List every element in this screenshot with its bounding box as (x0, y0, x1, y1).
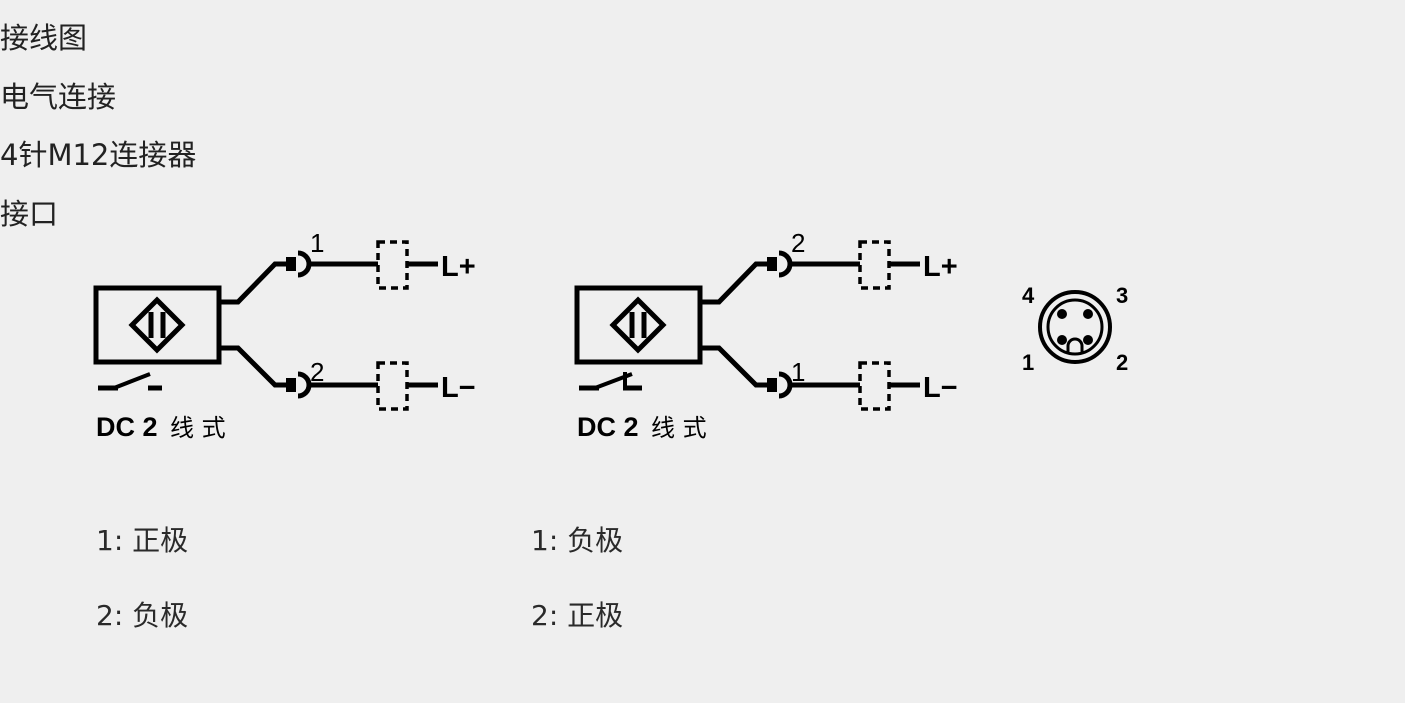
page-title: 接线图 (0, 21, 88, 55)
legend-right-line1: 1: 负极 (531, 524, 624, 557)
inductive-sensor-icon (609, 296, 667, 354)
type-label-bold: DC 2 (96, 412, 158, 442)
legend-right-line2: 2: 正极 (531, 599, 624, 632)
plug-bottom-icon (767, 371, 860, 399)
section-heading-electrical: 电气连接 (0, 80, 117, 114)
type-label-suffix: 线 式 (651, 414, 707, 442)
wire-bottom (700, 345, 771, 388)
m12-pin-4: 4 (1022, 283, 1035, 308)
m12-pin-3: 3 (1116, 283, 1128, 308)
wire-top (219, 261, 290, 305)
section-heading-connector: 4针M12连接器 (0, 138, 197, 172)
pin-label-top: 1 (310, 228, 324, 258)
pin-label-bottom: 1 (791, 357, 805, 387)
section-heading-interface: 接口 (0, 197, 59, 231)
load-box-top (376, 240, 409, 290)
load-box-bottom (376, 361, 409, 411)
sensor-body (93, 285, 222, 365)
terminal-label-bottom: L− (923, 372, 958, 404)
inductive-sensor-icon (128, 296, 186, 354)
terminal-label-bottom: L− (441, 372, 476, 404)
sensor-diagram-no: 1 2 L+ L− DC 2 线 式 (93, 228, 476, 442)
legend-left-line2: 2: 负极 (96, 599, 189, 632)
legend-left-line1: 1: 正极 (96, 524, 189, 557)
m12-pin-2: 2 (1116, 350, 1128, 375)
wire-bottom (219, 345, 290, 388)
load-box-top (858, 240, 891, 290)
m12-pin-1: 1 (1022, 350, 1034, 375)
type-label-bold: DC 2 (577, 412, 639, 442)
terminal-label-top: L+ (923, 251, 958, 283)
load-box-bottom (858, 361, 891, 411)
switch-nc-icon (579, 372, 642, 391)
wire-top (700, 261, 771, 305)
pin-label-bottom: 2 (310, 357, 324, 387)
sensor-diagram-nc: 2 1 L+ L− DC 2 线 式 (574, 228, 958, 442)
plug-top-icon (286, 250, 378, 278)
plug-top-icon (767, 250, 860, 278)
type-label-suffix: 线 式 (170, 414, 226, 442)
pin-label-top: 2 (791, 228, 805, 258)
m12-connector-icon: 4 3 1 2 (1022, 283, 1128, 375)
plug-bottom-icon (286, 371, 378, 399)
switch-no-icon (98, 372, 162, 391)
terminal-label-top: L+ (441, 251, 476, 283)
sensor-body (574, 285, 703, 365)
